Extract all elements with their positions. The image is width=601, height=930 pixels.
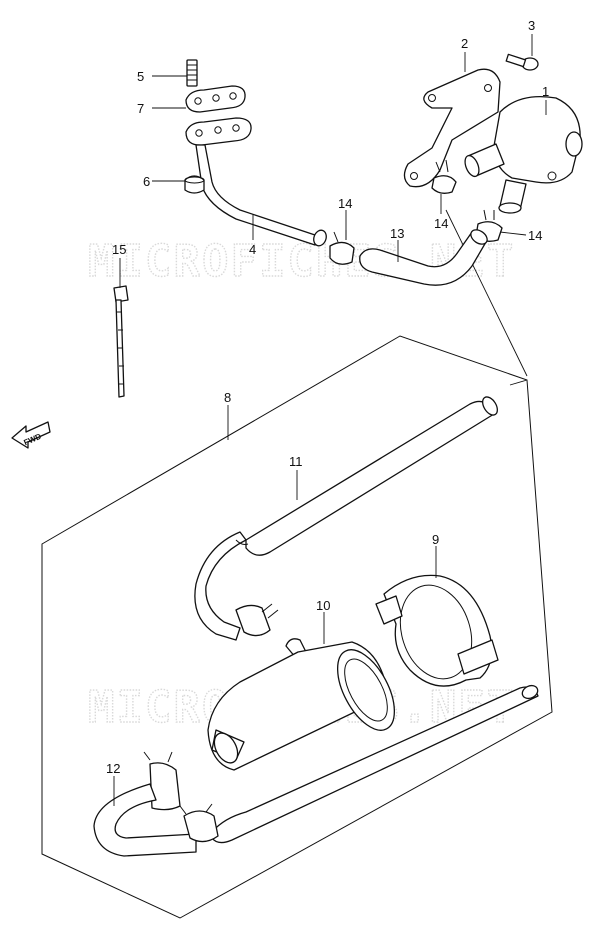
callout-1: 1	[542, 84, 549, 99]
callout-4: 4	[249, 242, 256, 257]
callout-8: 8	[224, 390, 231, 405]
hose-connection-line	[445, 209, 528, 377]
callout-14-mid: 14	[434, 216, 448, 231]
assembly-outline-notch	[509, 379, 528, 386]
fwd-arrow-icon: FWD	[11, 421, 51, 449]
callout-7: 7	[137, 101, 144, 116]
callout-6: 6	[143, 174, 150, 189]
callout-5: 5	[137, 69, 144, 84]
filter-holder	[375, 574, 499, 687]
callout-9: 9	[432, 532, 439, 547]
callout-13: 13	[390, 226, 404, 241]
hose-lower	[93, 684, 539, 857]
callout-3: 3	[528, 18, 535, 33]
valve-body	[464, 95, 583, 214]
hose-upper	[359, 229, 488, 286]
cable-tie	[113, 285, 129, 398]
gasket	[185, 85, 246, 113]
callout-14-right: 14	[528, 228, 542, 243]
callout-15: 15	[112, 242, 126, 257]
pipe-assembly	[185, 117, 327, 247]
hose-long	[194, 396, 498, 641]
callout-10: 10	[316, 598, 330, 613]
clamp-upper	[431, 159, 457, 194]
callout-11: 11	[289, 454, 303, 469]
callout-2: 2	[461, 36, 468, 51]
screw	[505, 53, 539, 71]
assembly-outline	[41, 335, 553, 919]
grommet	[184, 175, 205, 194]
fuel-filter	[207, 638, 396, 771]
bracket	[403, 68, 501, 188]
callout-12: 12	[106, 761, 120, 776]
stud-bolt	[186, 59, 198, 87]
callout-14-left: 14	[338, 196, 352, 211]
leader-lines	[113, 34, 547, 806]
